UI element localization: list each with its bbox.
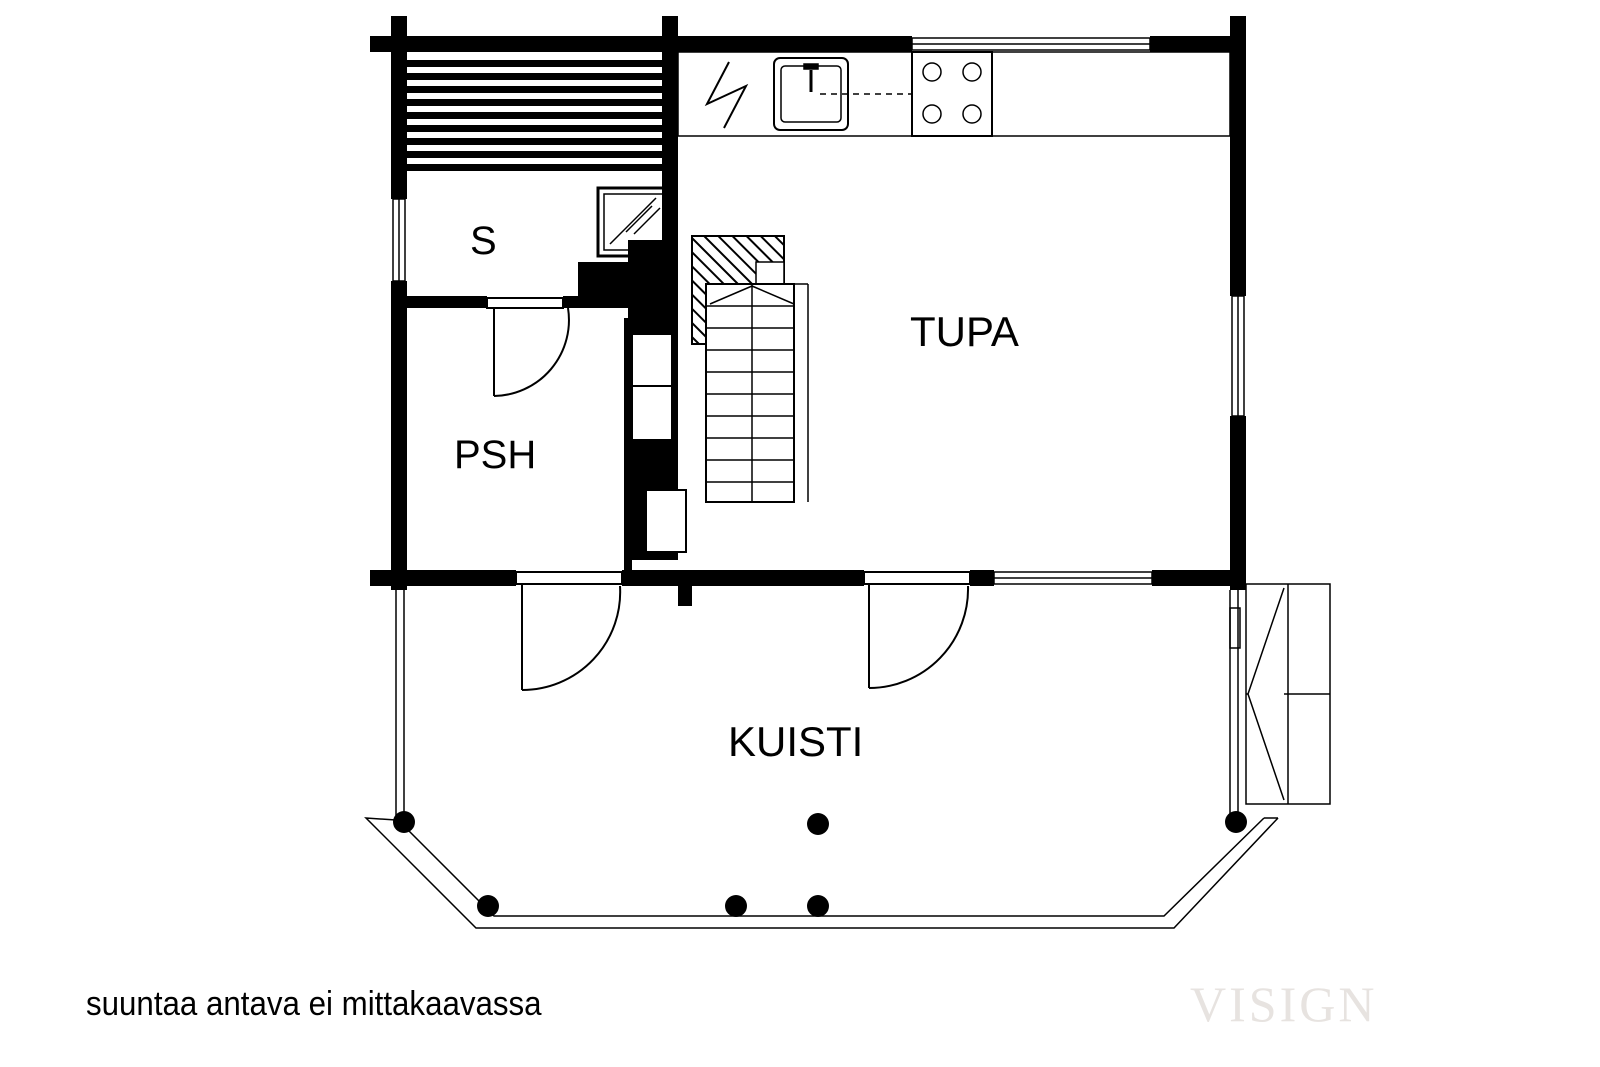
porch-posts — [393, 811, 1247, 917]
scale-disclaimer: suuntaa antava ei mittakaavassa — [86, 985, 542, 1023]
kitchen-counter — [677, 51, 1231, 137]
room-label-sauna: S — [470, 219, 497, 263]
porch-outline — [364, 590, 1279, 929]
sauna-stove — [596, 186, 674, 258]
sauna-benches — [407, 60, 662, 171]
room-label-living-room: TUPA — [910, 308, 1019, 355]
staircase — [705, 283, 809, 503]
bathroom-fixtures — [631, 333, 687, 553]
windows — [392, 37, 1245, 585]
watermark-logo: VISIGN — [1190, 976, 1378, 1032]
room-label-bathroom: PSH — [454, 433, 536, 477]
porch-steps — [1245, 583, 1331, 805]
doors — [486, 297, 971, 692]
room-label-porch: KUISTI — [728, 718, 863, 765]
